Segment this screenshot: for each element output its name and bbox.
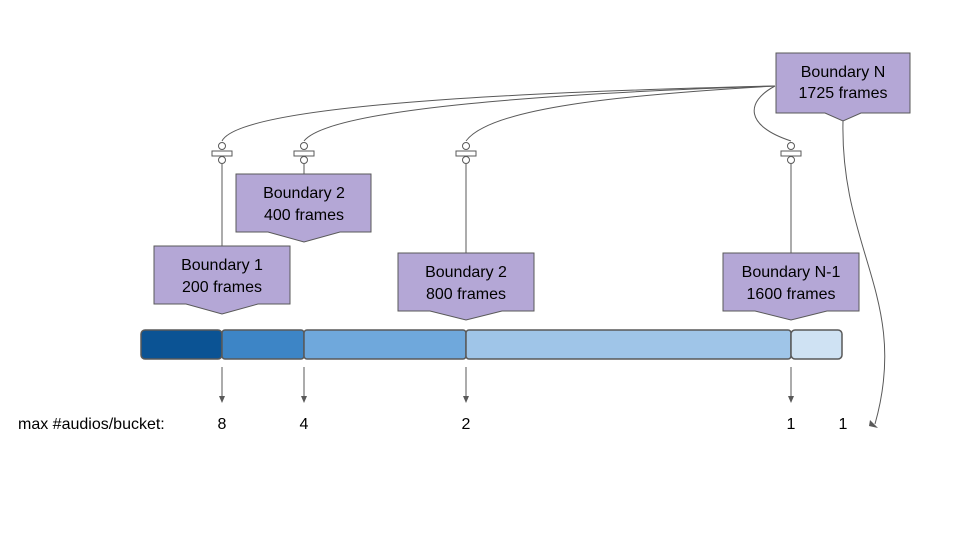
curve-to-boundary-n1	[753, 85, 792, 142]
junction-boundary-1	[211, 142, 233, 246]
callout-boundary-n1-label: Boundary N-1	[742, 264, 841, 281]
junction-boundary-2a	[293, 142, 315, 174]
bucket-segment-3	[303, 329, 467, 360]
curve-to-boundary-1	[221, 85, 776, 142]
callout-boundary-2b: Boundary 2 800 frames	[397, 252, 535, 321]
curve-to-last-count	[842, 120, 886, 425]
callout-boundary-2b-frames: 800 frames	[426, 286, 506, 303]
callout-boundary-n: Boundary N 1725 frames	[775, 52, 911, 122]
callout-boundary-n1-frames: 1600 frames	[747, 286, 836, 303]
callout-boundary-n-label: Boundary N	[801, 64, 886, 81]
callout-boundary-1: Boundary 1 200 frames	[153, 245, 291, 315]
bucket-count-4: 1	[787, 416, 796, 433]
arrowhead-last-count	[869, 420, 878, 428]
callout-boundary-2a: Boundary 2 400 frames	[235, 173, 372, 243]
bucket-segment-5	[790, 329, 843, 360]
count-arrows	[221, 367, 792, 396]
junction-boundary-2b	[455, 142, 477, 253]
bucket-segment-4	[465, 329, 792, 360]
junction-boundary-n1	[780, 142, 802, 253]
callout-boundary-2b-label: Boundary 2	[425, 264, 507, 281]
connector-curves	[221, 85, 886, 425]
bucket-count-1: 8	[218, 416, 227, 433]
bucket-segment-2	[221, 329, 305, 360]
bucket-count-2: 4	[300, 416, 309, 433]
curve-to-boundary-2a	[303, 85, 776, 142]
bucket-segment-1	[140, 329, 223, 360]
callout-boundary-n1: Boundary N-1 1600 frames	[722, 252, 860, 321]
count-arrowheads	[219, 396, 794, 403]
callout-boundary-1-label: Boundary 1	[181, 257, 263, 274]
callout-boundary-2a-frames: 400 frames	[264, 207, 344, 224]
callout-boundary-n-frames: 1725 frames	[799, 85, 888, 102]
bucket-count-5: 1	[839, 416, 848, 433]
bucket-count-3: 2	[462, 416, 471, 433]
callout-boundary-2a-label: Boundary 2	[263, 185, 345, 202]
bucket-axis-label: max #audios/bucket:	[18, 416, 165, 433]
curve-to-boundary-2b	[465, 85, 776, 142]
bucket-bar	[140, 329, 843, 360]
callout-boundary-1-frames: 200 frames	[182, 279, 262, 296]
